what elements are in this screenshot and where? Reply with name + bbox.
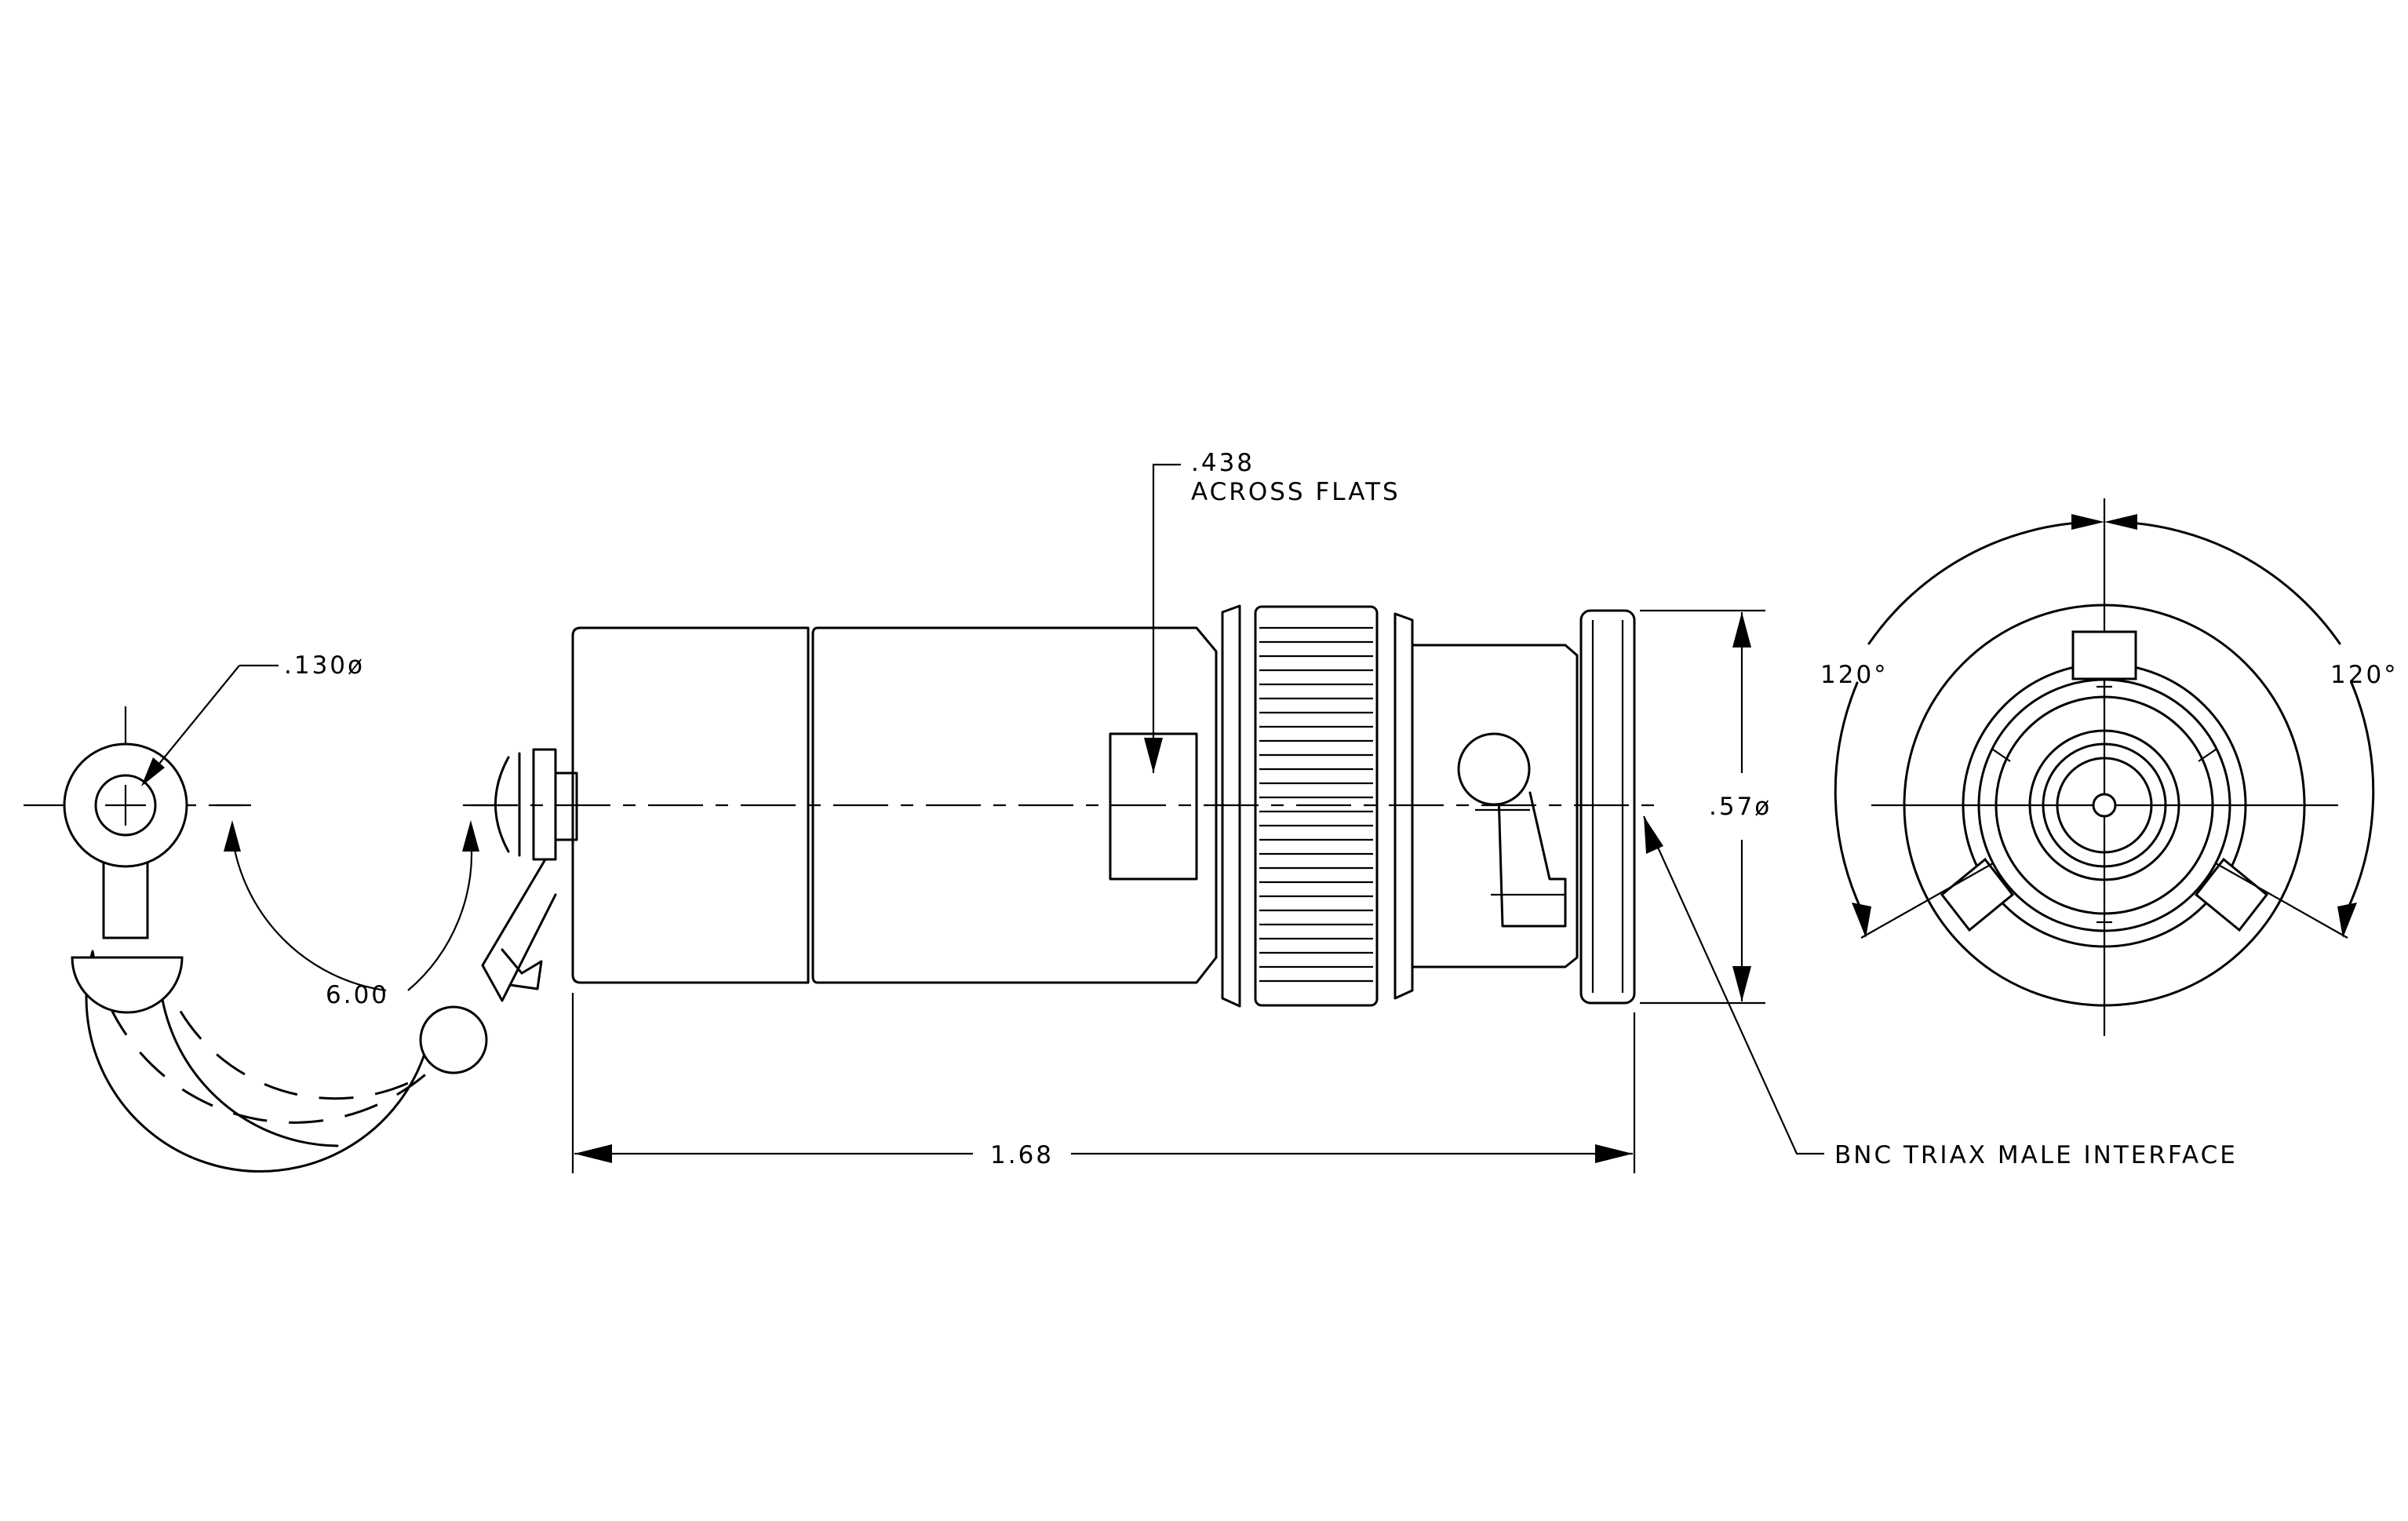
hole-dia-label: .130ø (284, 651, 365, 680)
hole-leader-arrow (141, 757, 165, 786)
end-view (1834, 514, 2375, 1007)
interface-note-label: BNC TRIAX MALE INTERFACE (1834, 1141, 2238, 1169)
interface-leader (1642, 815, 1824, 1155)
angle-left-label: 120° (1820, 661, 1889, 689)
chain-arrow-right (462, 820, 479, 852)
hex-note-label: ACROSS FLATS (1191, 478, 1401, 506)
length-arrow-left (574, 1144, 612, 1163)
angle-right-label: 120° (2330, 661, 2399, 689)
hex-leader (1152, 463, 1181, 773)
cap-clip (481, 748, 578, 1002)
dia-arrow-bottom (1732, 966, 1751, 1001)
chain-dim-arc-right (407, 835, 473, 991)
chain-end-ball (419, 1005, 488, 1074)
front-body (1411, 644, 1579, 968)
hex-leader-arrow (1144, 738, 1163, 773)
overall-length-label: 1.68 (990, 1141, 1054, 1169)
chain-arrow-left (224, 820, 241, 852)
hole-leader (144, 665, 240, 782)
body-dia-label: .57ø (1709, 793, 1772, 821)
rear-body (571, 626, 810, 984)
dia-arrow-top (1732, 612, 1751, 647)
hex-size-label: .438 (1191, 449, 1255, 477)
interface-leader-arrow (1644, 816, 1663, 854)
chain-length-label: 6.00 (326, 981, 389, 1009)
knurled-coupling-nut (1221, 604, 1414, 1008)
chain-dim-arc-left (231, 835, 387, 992)
front-flange (1579, 609, 1636, 1005)
mounting-ring (63, 742, 188, 1014)
length-arrow-right (1595, 1144, 1633, 1163)
hex-body (811, 626, 1218, 984)
